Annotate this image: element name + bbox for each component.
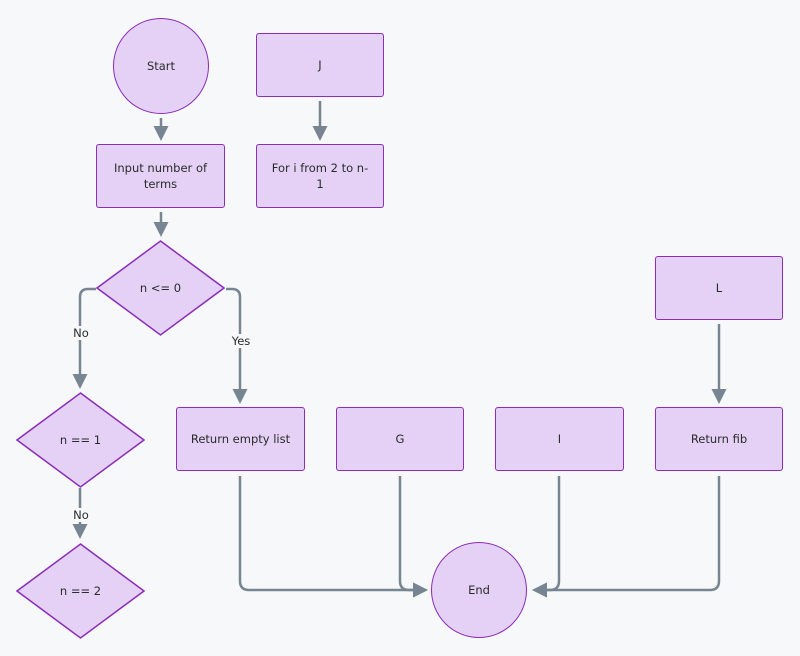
l-node[interactable]: L [655,256,783,320]
diamond-shape [96,240,225,336]
j-label: J [318,58,322,72]
return-empty-node[interactable]: Return empty list [176,407,305,471]
edge-label-no: No [71,508,91,522]
loop-label: For i from 2 to n-1 [271,161,369,191]
check-n-eq-1-label: n == 1 [59,433,102,447]
end-node[interactable]: End [431,542,527,638]
check-n-le-0-node[interactable]: n <= 0 [96,240,225,336]
return-fib-label: Return fib [690,432,748,446]
check-n-eq-1-node[interactable]: n == 1 [16,392,145,488]
edge-g-to-end [398,476,428,598]
check-n-le-0-label: n <= 0 [139,281,182,295]
edge-label-yes: Yes [229,334,253,348]
loop-node[interactable]: For i from 2 to n-1 [256,144,384,208]
end-label: End [468,583,490,597]
input-node[interactable]: Input number of terms [96,144,225,208]
start-label: Start [146,59,176,73]
edge-check-yes-to-return-empty [226,287,248,404]
check-n-eq-2-label: n == 2 [59,584,102,598]
return-fib-node[interactable]: Return fib [655,407,783,471]
diamond-shape [16,392,145,488]
input-label: Input number of terms [113,161,208,191]
return-empty-label: Return empty list [190,432,291,446]
edge-return-empty-to-end [238,476,428,598]
start-node[interactable]: Start [113,18,209,114]
i-label: I [557,432,562,446]
i-node[interactable]: I [495,407,624,471]
l-label: L [715,281,723,295]
j-node[interactable]: J [256,33,384,97]
edge-return-fib-to-end [532,476,721,598]
check-n-eq-2-node[interactable]: n == 2 [16,543,145,639]
diamond-shape [16,543,145,639]
edge-check-no-to-n1 [72,287,96,389]
edge-i-to-end [532,476,561,598]
g-node[interactable]: G [336,407,464,471]
edge-label-no: No [71,326,91,340]
g-label: G [395,432,405,446]
